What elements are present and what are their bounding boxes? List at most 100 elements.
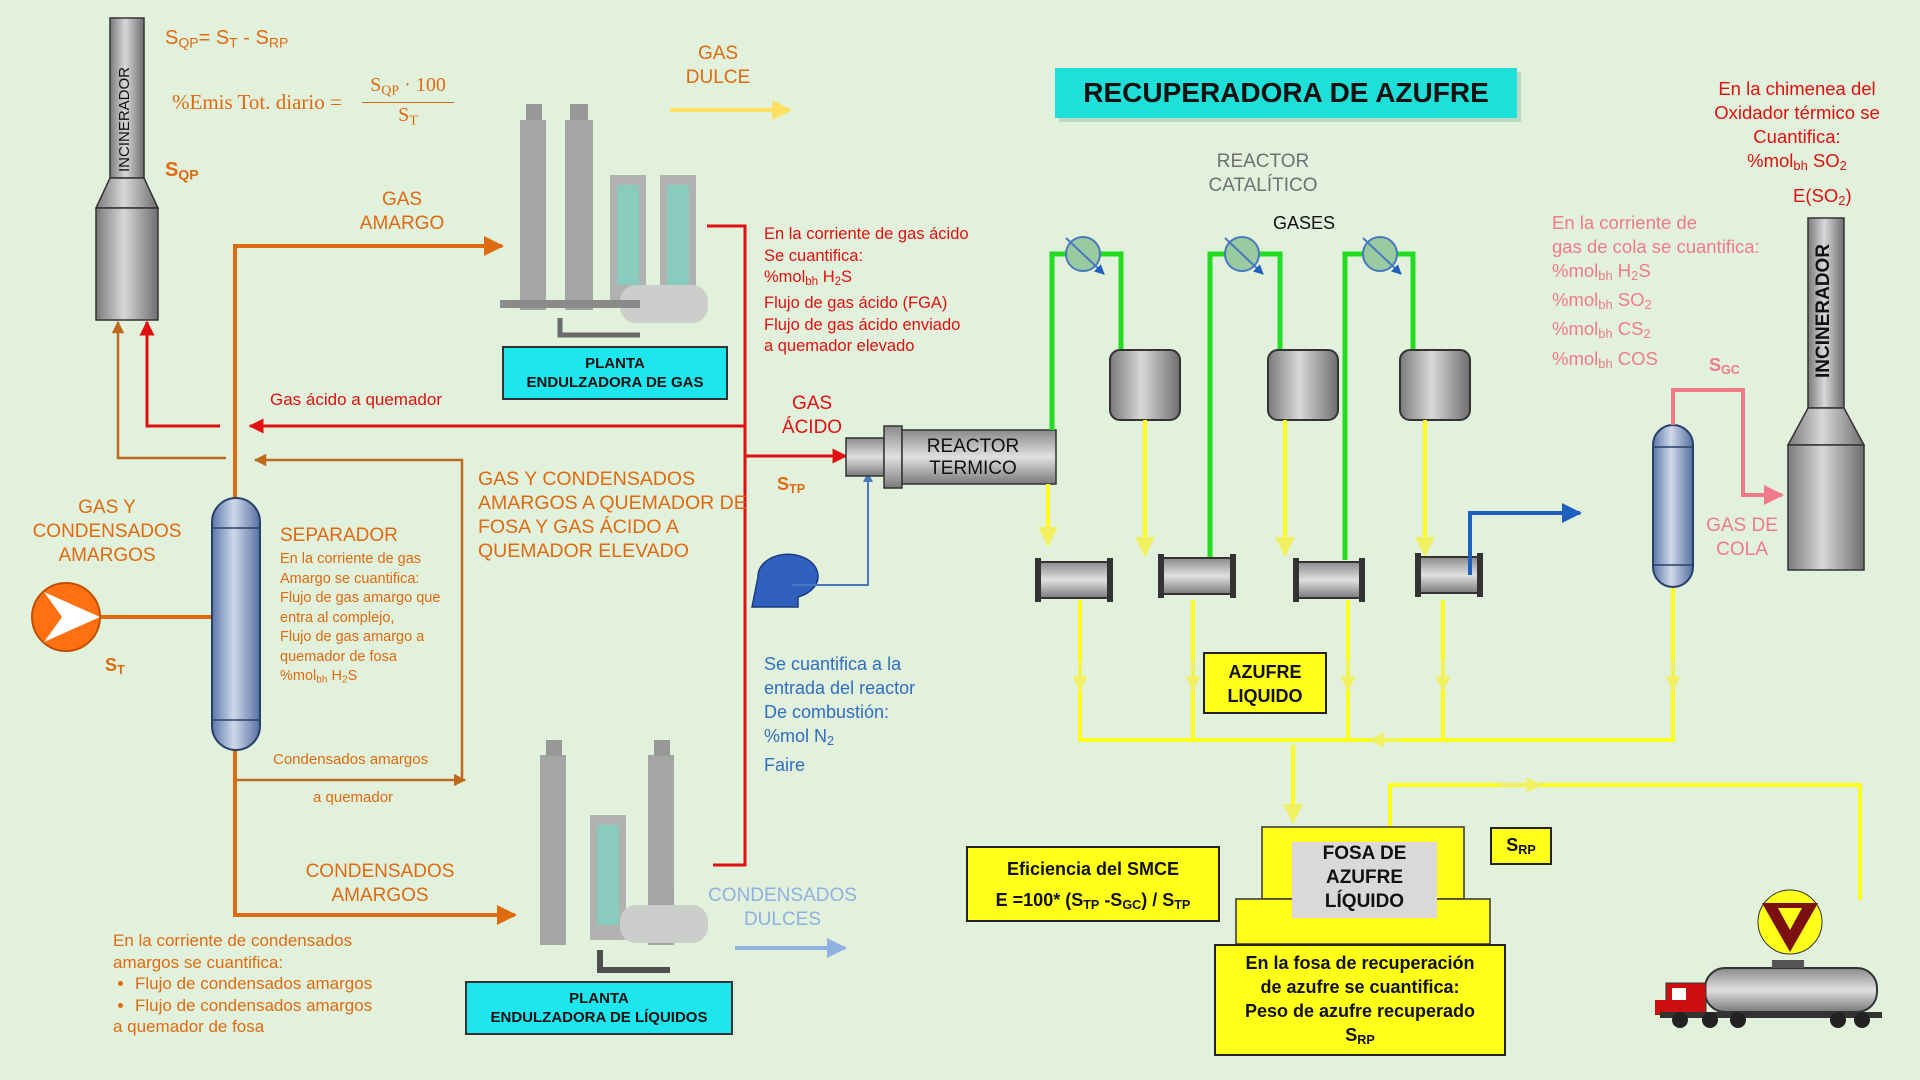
incinerator-left <box>94 17 160 321</box>
cond-note-line1: En la corriente de condensados <box>113 931 353 950</box>
emis-label: %Emis Tot. diario = <box>172 90 342 114</box>
cond-quemador-label-2: a quemador <box>313 789 394 806</box>
gas-acido-line6: a quemador elevado <box>764 337 915 356</box>
chim-l4-sub: bh <box>1793 158 1808 174</box>
cola-line1: En la corriente de <box>1552 212 1698 233</box>
gas-de-cola-label: GAS DE COLA <box>1706 515 1778 560</box>
cola-i1-mid: H <box>1612 260 1632 281</box>
separator-line7: %molbh H2S <box>280 667 440 690</box>
eso2-post: ) <box>1845 185 1852 206</box>
srp-box: SRP <box>1490 827 1552 865</box>
srp-sub: RP <box>1518 843 1536 858</box>
cond-note-line2: amargos se cuantifica: <box>113 952 284 972</box>
planta-gas-line2: ENDULZADORA DE GAS <box>526 374 704 391</box>
reactor-catalitico-label: REACTOR CATALÍTICO <box>1208 151 1318 196</box>
feed-pump <box>31 582 101 652</box>
emis-den-s: S <box>398 104 410 127</box>
planta-liq-box: PLANTA ENDULZADORA DE LÍQUIDOS <box>465 981 733 1035</box>
cola-item-1: %molbh H2S <box>1552 259 1760 288</box>
gas-acido-line5: Flujo de gas ácido enviado <box>764 315 961 334</box>
emis-num-rest: · 100 <box>399 74 446 96</box>
cond-note-bullet2: Flujo de condensados amargos <box>135 995 372 1017</box>
ef-b: -S <box>1099 890 1123 910</box>
chimenea-line1: En la chimenea del <box>1718 78 1876 99</box>
cola-item-2: %molbh SO2 <box>1552 288 1760 317</box>
cola-i2-mid: SO <box>1612 289 1645 311</box>
stp-sub: TP <box>789 482 806 497</box>
srp-s: S <box>1506 835 1519 855</box>
eficiencia-formula: E =100* (STP -SGC) / STP <box>968 885 1218 921</box>
cola-i1-sub: bh <box>1598 268 1613 284</box>
sep-l7-pre: %mol <box>280 668 317 684</box>
sqp-formula: SQP= ST - SRP <box>165 26 288 51</box>
combustion-line5: Faire <box>764 755 806 776</box>
yellow-flow-arrows <box>1072 660 1681 793</box>
cola-i3-sub2: 2 <box>1643 326 1651 342</box>
separator-line6: quemador de fosa <box>280 648 397 665</box>
comb-l4: %mol N <box>764 726 828 746</box>
cond-note-line5: a quemador de fosa <box>113 1017 265 1036</box>
red-lines <box>139 224 848 867</box>
dark-orange-lines <box>111 320 467 787</box>
sqp-stream-label: SQP <box>165 158 199 183</box>
emis-num-sub: QP <box>381 83 400 99</box>
eficiencia-box: Eficiencia del SMCE E =100* (STP -SGC) /… <box>966 846 1220 922</box>
gas-dulce-label: GAS DULCE <box>685 43 751 88</box>
sqp-sub: QP <box>178 34 199 51</box>
reheaters <box>1065 236 1402 275</box>
chimenea-note: En la chimenea del Oxidador térmico se C… <box>1682 77 1912 178</box>
tail-gas-vessel <box>1652 424 1694 588</box>
planta-liq-line2: ENDULZADORA DE LÍQUIDOS <box>490 1009 708 1026</box>
emis-num-s: S <box>370 74 382 96</box>
condensers <box>1035 553 1483 602</box>
separator-title: SEPARADOR <box>280 525 398 546</box>
sep-l7-sub1: bh <box>316 674 328 686</box>
gas-acido-line2: Se cuantifica: <box>764 246 864 265</box>
blue-line <box>1468 503 1582 575</box>
reactor-termico-label: REACTOR TERMICO <box>926 436 1020 479</box>
cond-note-list: Flujo de condensados amargos Flujo de co… <box>113 973 372 1016</box>
emis-denominator: ST <box>362 103 454 130</box>
plant-liquid-equipment <box>540 740 708 973</box>
orange-lines <box>100 236 517 925</box>
cola-i2-sub2: 2 <box>1644 297 1652 313</box>
st-sub: T <box>117 663 125 678</box>
reactor-termico-vessel <box>845 425 1057 489</box>
st-label: ST <box>105 655 125 678</box>
separator-line1: En la corriente de gas <box>280 551 422 567</box>
stp-label: STP <box>777 474 805 497</box>
sqp-t-sub: T <box>229 34 238 51</box>
sqp-stream-s: S <box>165 159 179 181</box>
incinerator-left-label: INCINERADOR <box>116 66 133 172</box>
fosa-label: FOSA DE AZUFRE LÍQUIDO <box>1292 842 1437 918</box>
gas-acido-line1: En la corriente de gas ácido <box>764 225 969 243</box>
cola-i1-post: S <box>1638 260 1651 281</box>
tanker-truck <box>1655 960 1882 1028</box>
air-blower <box>751 472 873 608</box>
chimenea-line2: Oxidador térmico se <box>1714 102 1880 123</box>
cond-note-bullet1: Flujo de condensados amargos <box>135 973 372 995</box>
stp-s: S <box>777 474 790 494</box>
fosa-note-line2: de azufre se cuantifica: <box>1260 977 1460 997</box>
gas-acido-label: GAS ÁCIDO <box>781 393 843 438</box>
cond-note: En la corriente de condensados amargos s… <box>113 930 372 1038</box>
fosa-note-box: En la fosa de recuperación de azufre se … <box>1214 944 1506 1056</box>
gas-acido-quemador-label: Gas ácido a quemador <box>270 390 442 409</box>
cola-i4-mid: COS <box>1612 347 1658 369</box>
comb-l4-sub: 2 <box>827 734 835 749</box>
cola-i4-pre: %mol <box>1552 347 1599 369</box>
sgc-sub: GC <box>1721 363 1740 378</box>
emis-numerator: SQP · 100 <box>362 73 454 104</box>
incinerator-right <box>1786 217 1866 571</box>
eso2-label: E(SO2) <box>1793 185 1852 209</box>
chim-l4-pre: %mol <box>1747 150 1794 171</box>
cola-i3-mid: CS <box>1612 318 1644 340</box>
incinerator-right-label: INCINERADOR <box>1813 243 1834 378</box>
condensados-amargos-label: CONDENSADOS AMARGOS <box>305 861 455 906</box>
gases-label: GASES <box>1273 213 1336 233</box>
ga-l3-pre: %mol <box>764 268 806 286</box>
ef-c: ) / S <box>1141 890 1175 910</box>
separator-line3: Flujo de gas amargo que <box>280 590 441 606</box>
ef-sub2: GC <box>1122 898 1142 913</box>
ga-l3-sub2: 2 <box>834 275 842 288</box>
